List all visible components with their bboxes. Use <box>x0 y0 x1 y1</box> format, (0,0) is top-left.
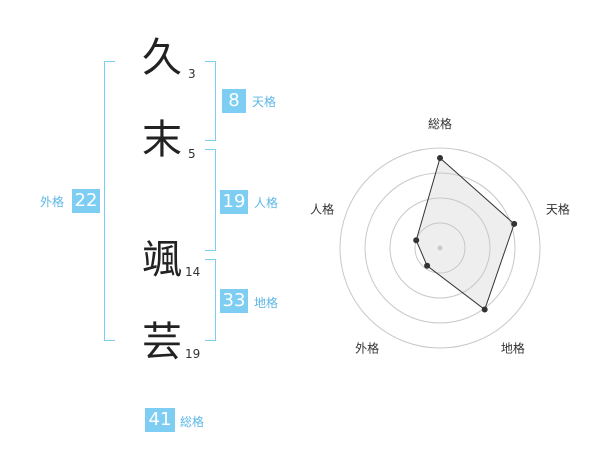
name-char-3: 颯 <box>142 237 182 283</box>
radar-axis-label: 総格 <box>428 116 452 131</box>
radar-point <box>437 155 443 161</box>
radar-ring <box>339 147 541 349</box>
radar-point <box>413 237 420 244</box>
name-char-4: 芸 <box>142 319 182 365</box>
gaikaku-value: 22 <box>72 189 100 213</box>
radar-point <box>511 220 518 227</box>
radar-rings <box>339 147 541 349</box>
radar-polygon <box>415 157 515 311</box>
name-char-1: 久 <box>142 35 182 81</box>
name-char-2: 末 <box>142 117 182 163</box>
soukaku-value: 41 <box>145 408 175 432</box>
chikaku-label: 地格 <box>254 296 279 310</box>
jinkaku-bracket <box>205 149 216 251</box>
radar-axis-label: 外格 <box>355 340 379 355</box>
jinkaku-value: 19 <box>220 190 248 214</box>
stroke-count-4: 19 <box>185 347 201 361</box>
radar-ring <box>389 197 491 299</box>
radar-center <box>437 245 443 251</box>
jinkaku-label: 人格 <box>254 196 279 210</box>
gaikaku-label: 外格 <box>40 195 65 209</box>
stroke-count-3: 14 <box>185 265 201 279</box>
radar-ring <box>414 222 466 274</box>
radar-axis-label: 人格 <box>310 202 334 217</box>
stroke-count-2: 5 <box>188 147 196 161</box>
tenkaku-value: 8 <box>222 89 246 113</box>
stroke-count-1: 3 <box>188 67 196 81</box>
radar-axis-label: 地格 <box>501 340 525 355</box>
radar-point <box>481 306 488 313</box>
radar-shape <box>413 155 518 313</box>
chikaku-bracket <box>205 259 216 341</box>
radar-axis-label: 天格 <box>546 202 570 217</box>
gaikaku-bracket <box>104 61 115 341</box>
radar-point <box>424 262 431 269</box>
tenkaku-bracket <box>205 61 216 141</box>
soukaku-label: 総格 <box>180 415 205 429</box>
chikaku-value: 33 <box>220 289 248 313</box>
radar-ring <box>364 172 516 324</box>
tenkaku-label: 天格 <box>252 95 277 109</box>
